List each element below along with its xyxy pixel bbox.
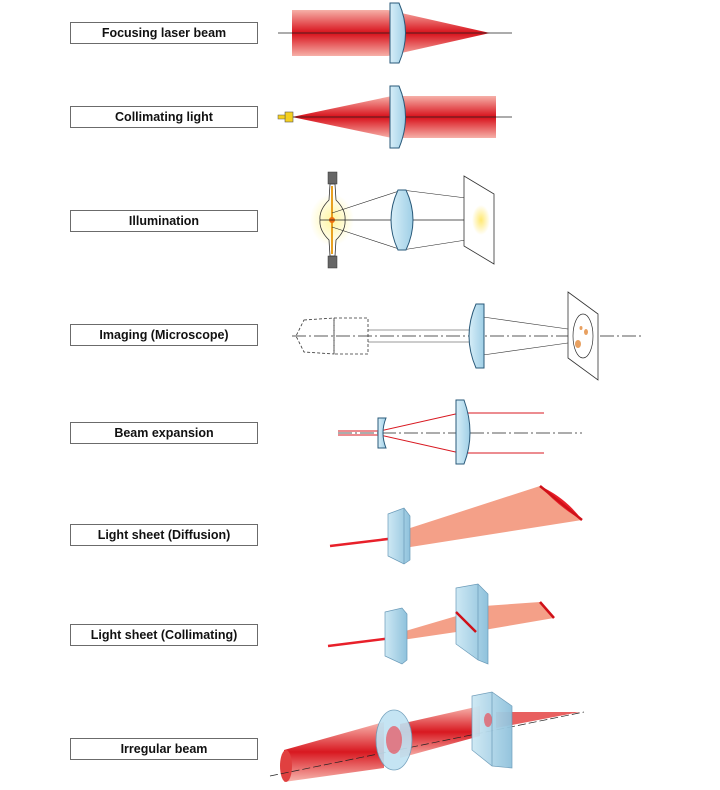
cylindrical-lens-diffusion-diagram bbox=[329, 485, 583, 565]
illumination-lamp-diagram bbox=[310, 171, 495, 269]
focusing-lens-diagram bbox=[278, 2, 512, 64]
label-light-sheet-collimating: Light sheet (Collimating) bbox=[70, 624, 258, 646]
irregular-beam-diagram bbox=[269, 691, 585, 782]
label-light-sheet-diffusion: Light sheet (Diffusion) bbox=[70, 524, 258, 546]
collimating-lens-diagram bbox=[277, 85, 512, 149]
label-focusing-laser-beam: Focusing laser beam bbox=[70, 22, 258, 44]
cylindrical-lens-collimating-diagram bbox=[327, 583, 555, 665]
microscope-imaging-diagram bbox=[292, 291, 642, 381]
label-imaging-microscope: Imaging (Microscope) bbox=[70, 324, 258, 346]
beam-expander-diagram bbox=[338, 399, 582, 465]
label-illumination: Illumination bbox=[70, 210, 258, 232]
label-irregular-beam: Irregular beam bbox=[70, 738, 258, 760]
label-collimating-light: Collimating light bbox=[70, 106, 258, 128]
label-beam-expansion: Beam expansion bbox=[70, 422, 258, 444]
